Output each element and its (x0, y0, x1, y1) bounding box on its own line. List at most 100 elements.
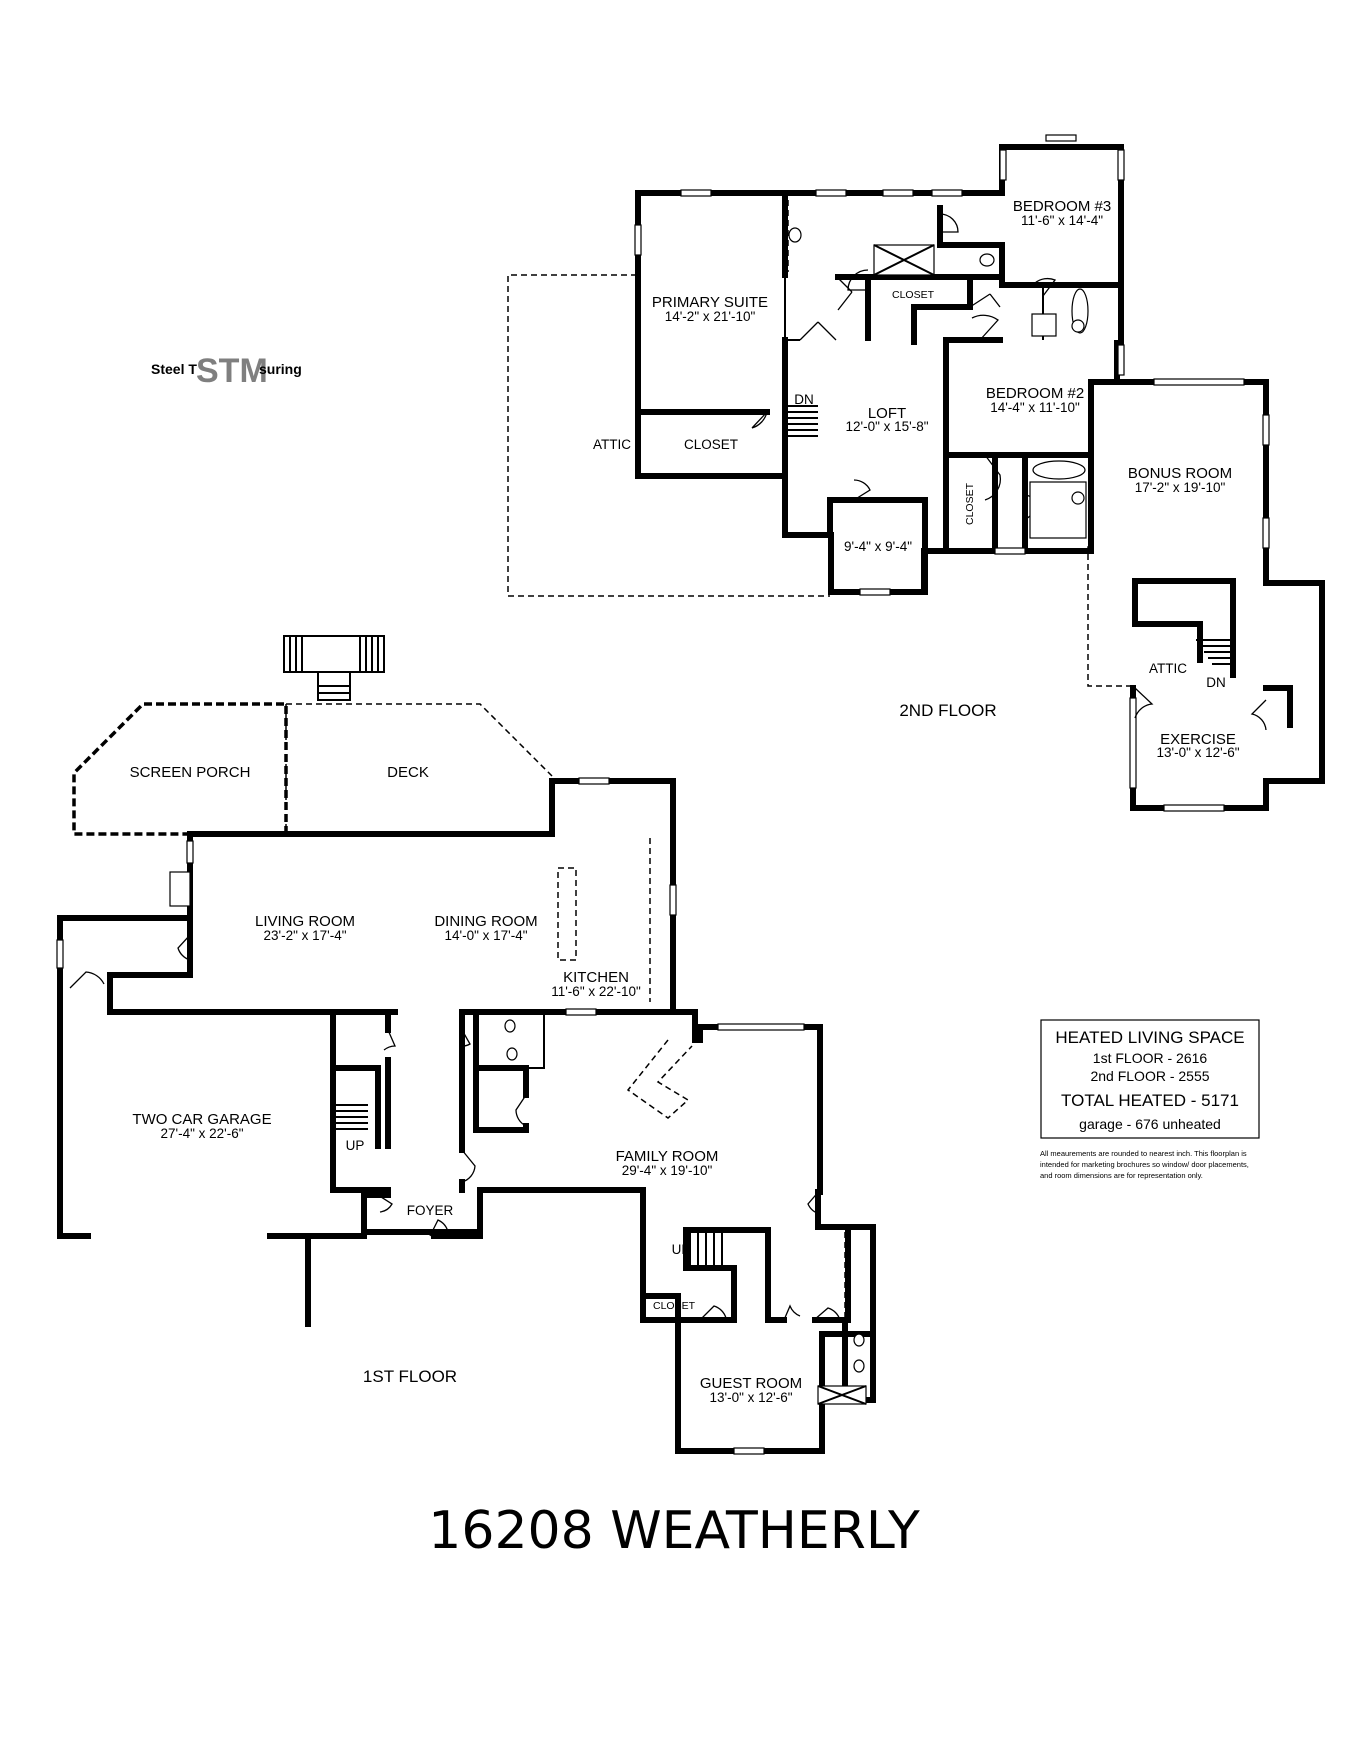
small-room-wall (827, 497, 928, 595)
door (699, 1305, 727, 1321)
first-floor-area: 1st FLOOR - 2616 (1093, 1050, 1208, 1066)
window (1262, 517, 1270, 549)
loft-label: LOFT (868, 405, 906, 422)
garage-area: garage - 676 unheated (1079, 1116, 1221, 1132)
door (515, 1094, 527, 1127)
living-space-heading: HEATED LIVING SPACE (1055, 1028, 1244, 1047)
shower-x (873, 244, 935, 276)
second-floor-plan: PRIMARY SUITE 14'-2" x 21'-10" BEDROOM #… (507, 134, 1325, 812)
door (177, 934, 191, 961)
window (1117, 344, 1125, 376)
double-door (799, 321, 837, 341)
powder-wall (473, 1065, 529, 1098)
attic-label-2: ATTIC (1149, 661, 1187, 676)
door (971, 314, 999, 341)
bedroom3-dims: 11'-6" x 14'-4" (1021, 213, 1103, 228)
logo-prefix: Steel T (151, 361, 197, 377)
window (1163, 804, 1225, 812)
shower-icon (1029, 481, 1087, 539)
dn-label-2: DN (1206, 675, 1226, 690)
stair-wall-2 (683, 1227, 787, 1323)
garage-mudroom (107, 915, 193, 1015)
door (853, 479, 871, 501)
stair-wall-1 (683, 1227, 737, 1323)
second-floor-label: 2ND FLOOR (899, 701, 996, 720)
window (565, 1008, 597, 1016)
window (1117, 149, 1125, 181)
bedroom3-label: BEDROOM #3 (1013, 198, 1111, 215)
corner-wall (670, 1009, 698, 1043)
door (813, 1307, 841, 1321)
door (459, 1029, 471, 1047)
kitchen-label: KITCHEN (563, 969, 629, 986)
bath3-wall (937, 242, 1005, 280)
living-room-dims: 23'-2" x 17'-4" (263, 928, 346, 943)
toilet-icon (853, 1359, 865, 1373)
window (1129, 697, 1137, 789)
logo-suffix: suring (259, 361, 302, 377)
main-wall-left (57, 831, 646, 1323)
exercise-dims: 13'-0" x 12'-6" (1156, 745, 1239, 760)
guest-wall (675, 1317, 818, 1454)
sink-icon (788, 227, 802, 243)
door (69, 971, 105, 989)
small-room-dims: 9'-4" x 9'-4" (844, 539, 912, 554)
shower-x (817, 1385, 867, 1405)
logo-mark: STM (196, 352, 268, 390)
up-label: UP (346, 1138, 365, 1153)
bonus-room-label: BONUS ROOM (1128, 465, 1232, 482)
door (969, 293, 1001, 308)
first-floor-label: 1ST FLOOR (363, 1367, 457, 1386)
screen-porch-label: SCREEN PORCH (130, 764, 251, 781)
vanity-icon (1031, 313, 1057, 337)
door (847, 269, 869, 291)
window (578, 777, 610, 785)
deck-stairs-icon (283, 635, 385, 701)
closet-door (751, 411, 768, 429)
foyer-label: FOYER (407, 1203, 454, 1218)
door (461, 1149, 476, 1183)
closet2 (943, 452, 998, 554)
guest-room-dims: 13'-0" x 12'-6" (709, 1390, 792, 1405)
closet-wall (835, 274, 973, 345)
window (669, 884, 677, 916)
window (1045, 134, 1077, 142)
foyer-wall-2 (431, 1187, 483, 1239)
door (429, 1219, 449, 1237)
loft-dims: 12'-0" x 15'-8" (845, 419, 928, 434)
disclaimer-line: and room dimensions are for representati… (1040, 1171, 1203, 1180)
closet-small-label: CLOSET (892, 289, 935, 301)
window (994, 547, 1026, 555)
window (634, 224, 642, 256)
bonus-room-dims: 17'-2" x 19'-10" (1135, 480, 1226, 495)
window (1153, 378, 1245, 386)
toilet-icon (506, 1047, 518, 1061)
dn-label: DN (794, 392, 814, 407)
primary-suite-dims: 14'-2" x 21'-10" (665, 309, 756, 324)
guest-room-label: GUEST ROOM (700, 1375, 802, 1392)
window (56, 939, 64, 969)
stairs-icon (336, 1104, 723, 1268)
wall-1b (784, 276, 800, 341)
disclaimer-line: All meaurements are rounded to nearest i… (1040, 1149, 1247, 1158)
window (931, 189, 963, 197)
window (680, 189, 712, 197)
door (783, 1304, 801, 1321)
door (1250, 699, 1267, 731)
closet-vertical-label: CLOSET (964, 482, 976, 525)
attic-outline (507, 274, 830, 597)
property-title: 16208 WEATHERLY (428, 1501, 920, 1561)
toilet-icon (1071, 319, 1085, 333)
primary-suite-label: PRIMARY SUITE (652, 294, 768, 311)
deck-label: DECK (387, 764, 429, 781)
attic-label: ATTIC (593, 437, 631, 452)
bathtub-icon (1032, 460, 1086, 480)
sliding-door-icon (206, 831, 508, 837)
family-room-label: FAMILY ROOM (616, 1148, 719, 1165)
sink-icon (504, 1019, 516, 1033)
deck-outline (286, 703, 553, 777)
closet-wall-2 (640, 1293, 681, 1323)
dining-room-dims: 14'-0" x 17'-4" (444, 928, 527, 943)
window (882, 189, 914, 197)
